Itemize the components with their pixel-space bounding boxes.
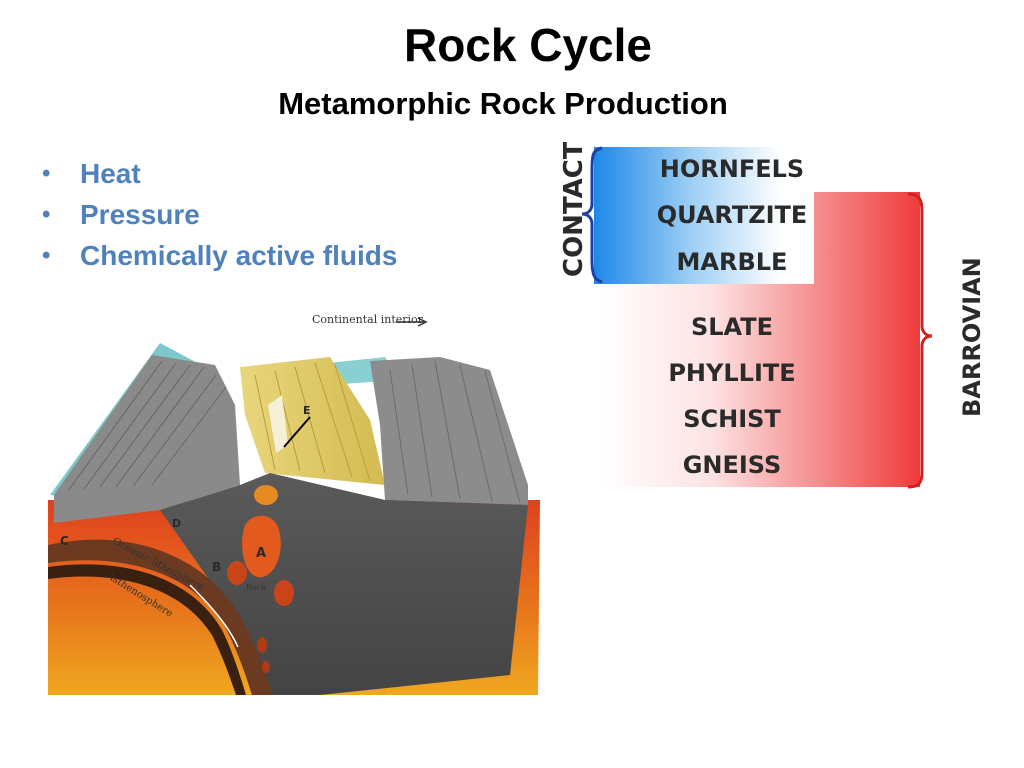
bullet-heat: Heat — [40, 156, 397, 197]
contact-bracket — [581, 146, 603, 284]
subduction-diagram: Continental interior E A B C D Rock Ocea… — [48, 313, 540, 695]
rock-slate: SLATE — [691, 313, 773, 341]
magma-upper — [254, 485, 278, 505]
label-d: D — [172, 517, 181, 530]
magma-drip — [257, 637, 267, 653]
label-b: B — [212, 560, 221, 574]
slide-subtitle: Metamorphic Rock Production — [278, 86, 728, 121]
rock-hornfels: HORNFELS — [660, 155, 804, 183]
backarc-crust — [370, 357, 528, 505]
bullet-list: Heat Pressure Chemically active fluids — [40, 156, 397, 279]
rock-quartzite: QUARTZITE — [657, 201, 808, 229]
slab-arrow — [189, 584, 239, 648]
barrovian-bracket — [907, 192, 933, 489]
label-a: A — [256, 546, 266, 561]
magma-drip-low — [262, 661, 270, 673]
pluton-e — [268, 395, 288, 453]
slide-title: Rock Cycle — [403, 19, 652, 71]
forearc-crust — [54, 355, 240, 523]
label-c: C — [60, 534, 69, 548]
rock-gneiss: GNEISS — [683, 451, 782, 479]
contact-label: CONTACT — [559, 142, 589, 277]
oceanic-lithosphere — [48, 539, 272, 695]
barrovian-label: BARROVIAN — [958, 257, 986, 417]
arrow-e — [283, 416, 311, 448]
bullet-fluids: Chemically active fluids — [40, 238, 397, 279]
arrow-icon — [396, 317, 428, 327]
caption-text: Continental interior — [312, 313, 424, 326]
label-rock: Rock — [246, 583, 266, 592]
contact-band — [594, 147, 814, 284]
magma-chamber-a — [242, 515, 281, 578]
rock-marble: MARBLE — [677, 248, 788, 276]
magma-blob-right — [274, 580, 294, 606]
label-e: E — [303, 404, 311, 417]
bullet-pressure: Pressure — [40, 197, 397, 238]
mountain-belt — [240, 357, 385, 485]
rock-schist: SCHIST — [683, 405, 781, 433]
magma-blob-left — [227, 561, 247, 585]
metamorphism-chart: CONTACT BARROVIAN HORNFELS QUARTZITE MAR… — [559, 142, 986, 489]
rock-phyllite: PHYLLITE — [668, 359, 795, 387]
